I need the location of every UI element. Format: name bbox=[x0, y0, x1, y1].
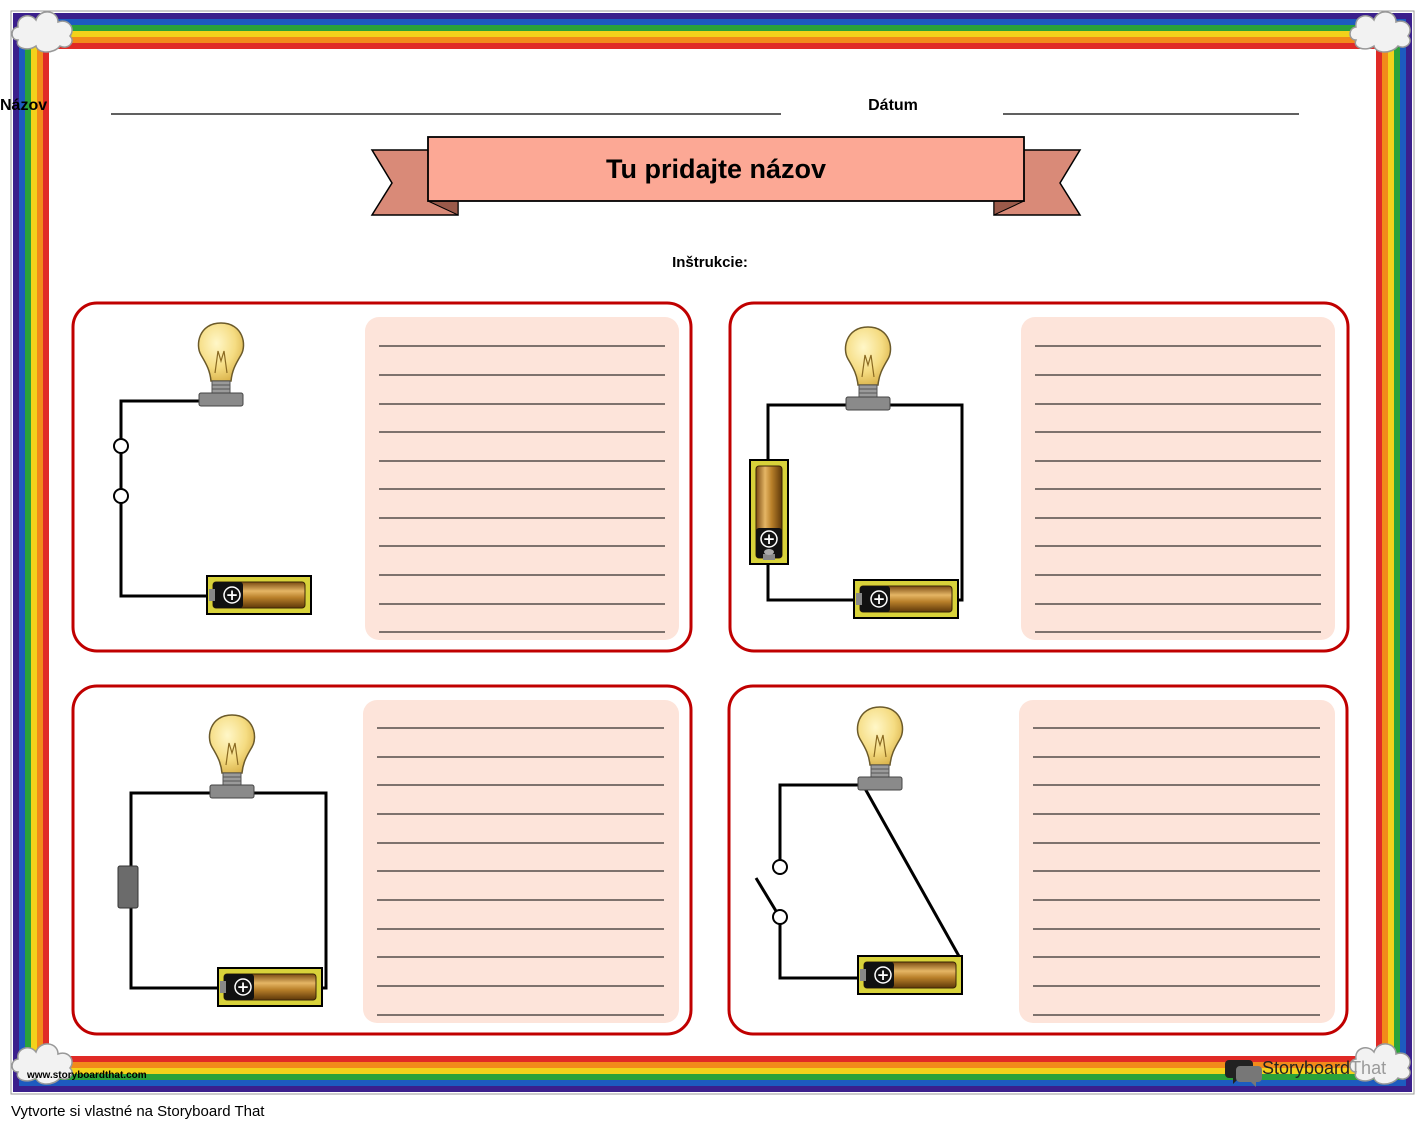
instructions-label[interactable]: Inštrukcie: bbox=[672, 254, 748, 271]
battery-icon bbox=[749, 459, 789, 565]
open-terminal-icon bbox=[113, 488, 129, 504]
logo-brand-main: Storyboard bbox=[1262, 1058, 1350, 1078]
circuit-diagram-3 bbox=[129, 791, 328, 990]
storyboardthat-logo[interactable]: StoryboardThat bbox=[1225, 1058, 1386, 1087]
writing-lines-1 bbox=[379, 345, 665, 633]
open-terminal-icon bbox=[113, 438, 129, 454]
battery-icon bbox=[853, 579, 959, 619]
date-label: Dátum bbox=[868, 97, 918, 114]
name-label: Názov bbox=[0, 97, 47, 114]
circuit-diagram-1 bbox=[119, 399, 208, 598]
svg-text:StoryboardThat: StoryboardThat bbox=[1262, 1058, 1386, 1078]
battery-icon bbox=[206, 575, 312, 615]
logo-brand-accent: That bbox=[1350, 1058, 1386, 1078]
writing-lines-4 bbox=[1033, 727, 1320, 1016]
writing-lines-2 bbox=[1035, 345, 1321, 633]
page-title[interactable]: Tu pridajte názov bbox=[606, 154, 826, 184]
battery-icon bbox=[857, 955, 963, 995]
circuit-diagram-4 bbox=[754, 783, 962, 980]
writing-area-2[interactable] bbox=[1021, 317, 1335, 640]
footer-caption[interactable]: Vytvorte si vlastné na Storyboard That bbox=[11, 1103, 265, 1120]
circuit-diagram-2 bbox=[766, 403, 964, 602]
writing-lines-3 bbox=[377, 727, 664, 1016]
writing-area-1[interactable] bbox=[365, 317, 679, 640]
circuit-panel-4 bbox=[727, 684, 1349, 1036]
writing-area-3[interactable] bbox=[363, 700, 679, 1023]
open-terminal-icon bbox=[772, 909, 788, 925]
website-url[interactable]: www.storyboardthat.com bbox=[26, 1070, 147, 1081]
switch-block-icon bbox=[117, 865, 139, 909]
circuit-panel-3 bbox=[71, 684, 693, 1036]
title-banner bbox=[370, 136, 1082, 216]
circuit-panel-1 bbox=[71, 301, 693, 653]
writing-area-4[interactable] bbox=[1019, 700, 1335, 1023]
circuit-panel-2 bbox=[728, 301, 1350, 653]
open-terminal-icon bbox=[772, 859, 788, 875]
battery-icon bbox=[217, 967, 323, 1007]
